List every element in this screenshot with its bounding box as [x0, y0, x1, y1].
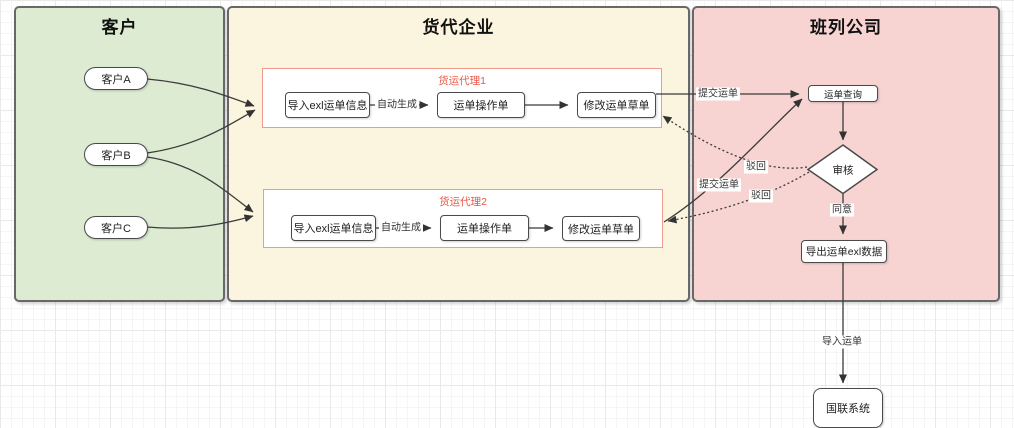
- lane-customer-title: 客户: [101, 18, 138, 37]
- node-customer-c: 客户C: [84, 216, 148, 239]
- edge-label-auto-generate-2: 自动生成: [379, 221, 423, 235]
- edge-label-submit-1: 提交运单: [696, 87, 740, 101]
- node-group1-modify-draft: 修改运单草单: [577, 92, 656, 118]
- group-freight-agent-1-title: 货运代理1: [438, 75, 486, 87]
- group-freight-agent-2-title: 货运代理2: [439, 196, 487, 208]
- node-group2-waybill-operate: 运单操作单: [440, 215, 529, 241]
- node-customer-a: 客户A: [84, 67, 148, 90]
- node-export-exl-data: 导出运单exl数据: [801, 240, 887, 263]
- node-group2-modify-draft: 修改运单草单: [562, 216, 640, 241]
- edge-label-submit-2: 提交运单: [697, 178, 741, 192]
- edge-label-reject-2: 驳回: [749, 189, 773, 203]
- node-group2-import-exl: 导入exl运单信息: [291, 215, 376, 241]
- node-group1-waybill-operate: 运单操作单: [437, 92, 525, 118]
- node-group1-import-exl: 导入exl运单信息: [285, 92, 370, 118]
- edge-label-reject-1: 驳回: [744, 160, 768, 174]
- node-guolian-system: 国联系统: [813, 388, 883, 428]
- node-audit-label: 审核: [832, 164, 854, 177]
- node-waybill-query: 运单查询: [808, 85, 878, 102]
- edge-label-agree: 同意: [830, 203, 854, 217]
- node-customer-b: 客户B: [84, 143, 148, 166]
- lane-company-title: 班列公司: [810, 18, 882, 37]
- edge-label-auto-generate-1: 自动生成: [375, 98, 419, 112]
- lane-forwarder-title: 货代企业: [422, 18, 495, 37]
- lane-forwarder: 货代企业: [227, 6, 690, 302]
- edge-label-import-waybill: 导入运单: [820, 335, 864, 349]
